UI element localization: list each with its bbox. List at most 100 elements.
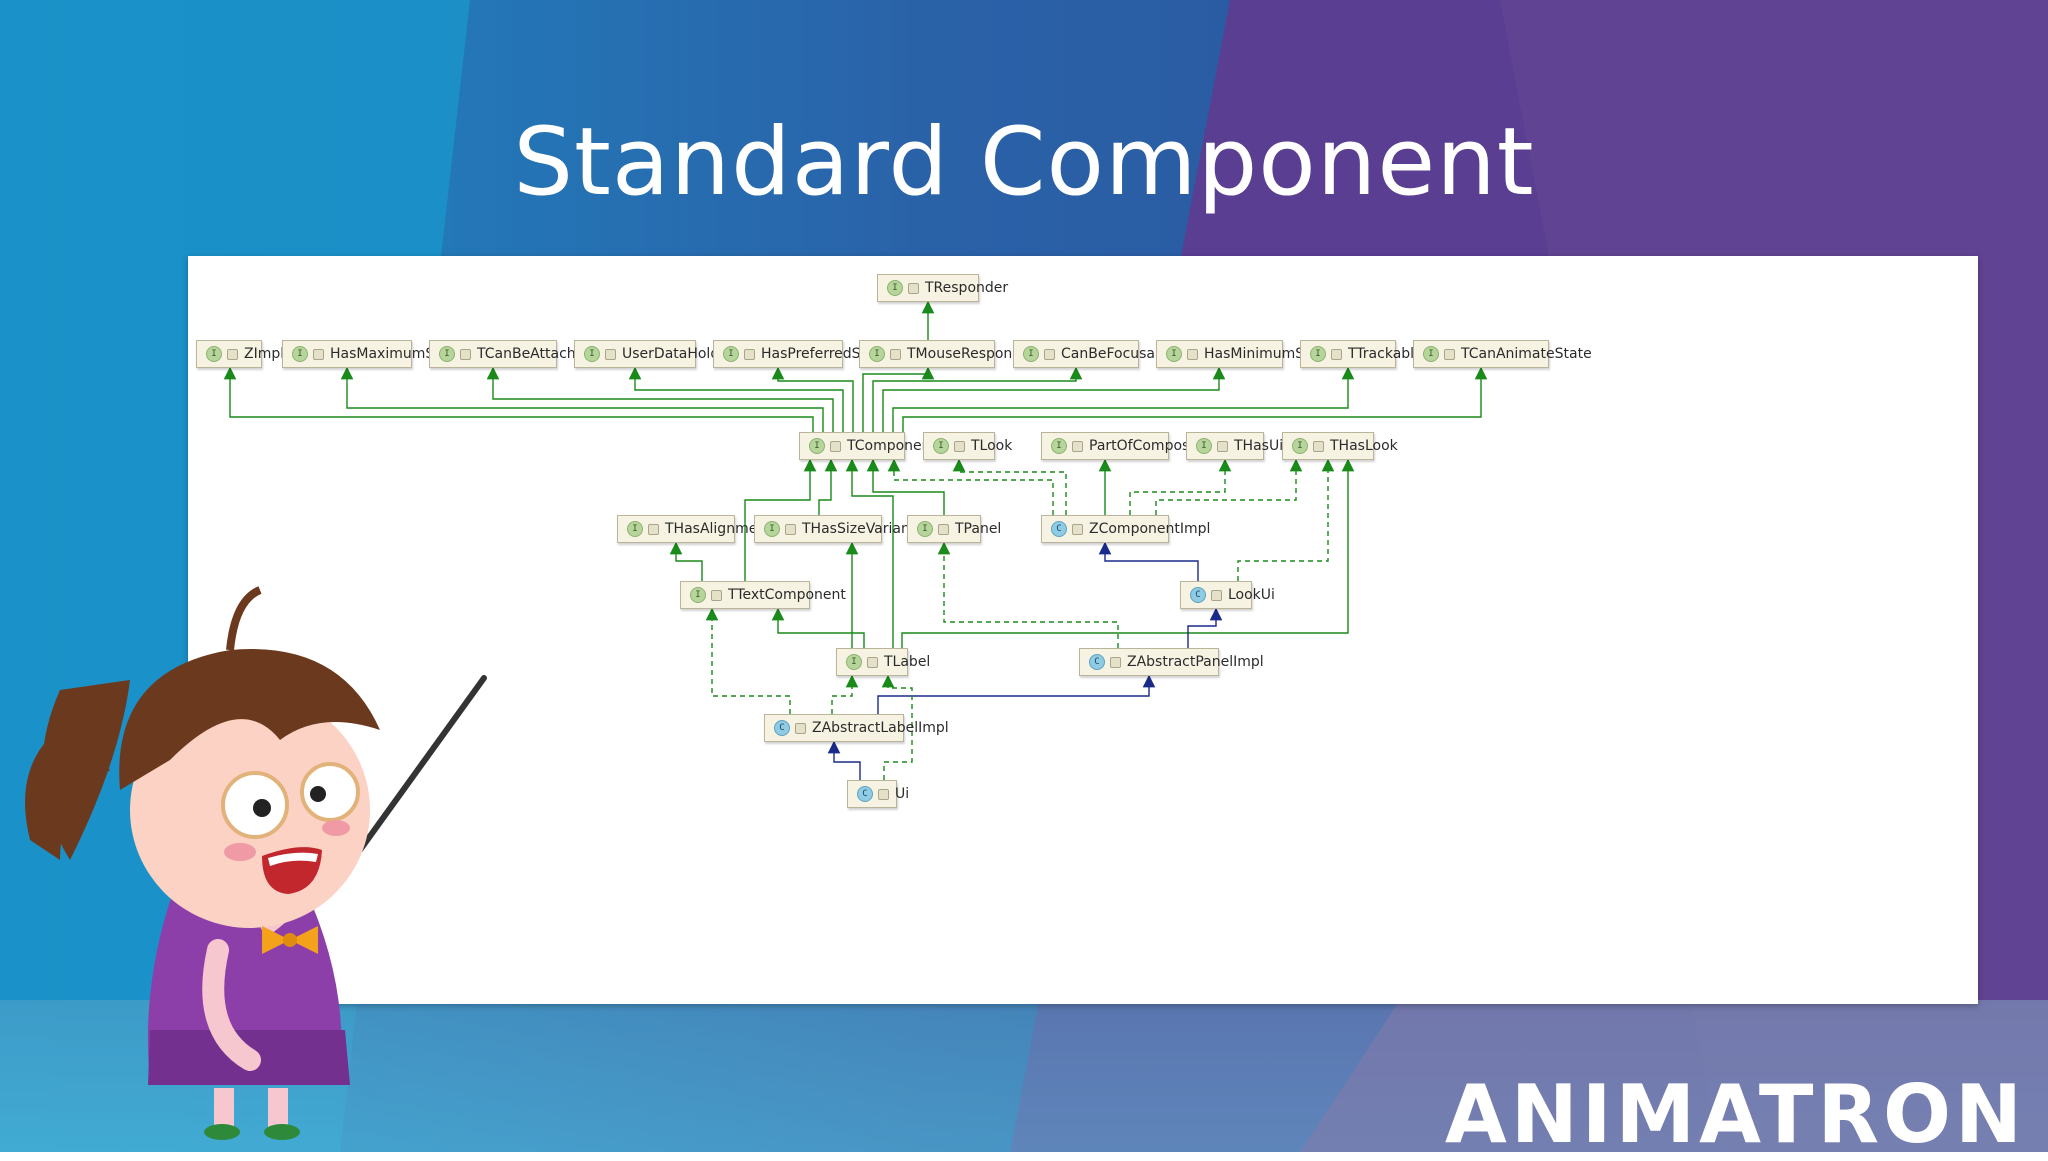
interface-icon: I	[1023, 346, 1039, 362]
visibility-icon	[648, 523, 659, 535]
node-thasui[interactable]: I THasUi	[1186, 432, 1283, 460]
interface-icon: I	[917, 521, 933, 537]
node-ui[interactable]: C Ui	[847, 780, 909, 808]
interface-icon: I	[809, 438, 825, 454]
teacher-mascot-illustration	[25, 586, 487, 1140]
visibility-icon	[1044, 348, 1055, 360]
visibility-icon	[1313, 440, 1324, 452]
edge-zabstractpanelimpl-to-tpanel	[937, 541, 1119, 648]
node-label: UserDataHolder	[622, 346, 734, 362]
node-label: PartOfComposite	[1089, 438, 1208, 454]
node-label: THasUi	[1234, 438, 1284, 454]
edge-tlabel-to-thaslook	[901, 458, 1355, 648]
class-icon: C	[857, 786, 873, 802]
node-label: Ui	[895, 786, 910, 802]
node-label: TPanel	[955, 521, 1002, 537]
node-label: TTextComponent	[728, 587, 846, 603]
node-label: TCanAnimateState	[1461, 346, 1592, 362]
edge-lookui-to-zcomponentimpl	[1098, 541, 1199, 581]
interface-icon: I	[690, 587, 706, 603]
edge-tpanel-to-tcomponent	[866, 458, 945, 515]
interface-icon: I	[1423, 346, 1439, 362]
interface-icon: I	[206, 346, 222, 362]
node-tlabel[interactable]: I TLabel	[836, 648, 930, 676]
edge-zabstractlabelimpl-to-zabstractpanelimpl	[877, 674, 1156, 714]
edge-lookui-to-thaslook	[1237, 458, 1335, 581]
slide-title: Standard Component	[513, 108, 1535, 217]
visibility-icon	[1072, 440, 1083, 452]
node-label: THasSizeVariants	[802, 521, 923, 537]
class-icon: C	[1190, 587, 1206, 603]
edge-tlabel-to-tcomponent	[845, 458, 894, 648]
visibility-icon	[1331, 348, 1342, 360]
node-label: TLabel	[884, 654, 931, 670]
edge-zabstractlabelimpl-to-ttextcomponent	[705, 607, 791, 714]
interface-icon: I	[1166, 346, 1182, 362]
interface-icon: I	[723, 346, 739, 362]
edge-ttextcomponent-to-thasalignment	[669, 541, 703, 581]
class-icon: C	[1089, 654, 1105, 670]
edge-tlabel-to-ttextcomponent	[771, 607, 865, 648]
node-lookui[interactable]: C LookUi	[1180, 581, 1275, 609]
node-label: HasPreferredSize	[761, 346, 881, 362]
node-haspreferredsize[interactable]: I HasPreferredSize	[713, 340, 880, 368]
edge-zabstractlabelimpl-to-tlabel	[831, 674, 859, 714]
edge-ui-to-zabstractlabelimpl	[827, 740, 861, 780]
node-tpanel[interactable]: I TPanel	[907, 515, 1001, 543]
node-thassizevariants[interactable]: I THasSizeVariants	[754, 515, 923, 543]
node-label: HasMaximumSize	[330, 346, 455, 362]
node-tcananimatestate[interactable]: I TCanAnimateState	[1413, 340, 1592, 368]
interface-icon: I	[627, 521, 643, 537]
edge-zabstractpanelimpl-to-lookui	[1187, 607, 1223, 648]
node-ttextcomponent[interactable]: I TTextComponent	[680, 581, 846, 609]
node-label: ZAbstractPanelImpl	[1127, 654, 1264, 670]
visibility-icon	[1211, 589, 1222, 601]
edge-tcomponent-to-hasminimumsize	[882, 366, 1226, 432]
node-label: THasLook	[1330, 438, 1398, 454]
interface-icon: I	[1292, 438, 1308, 454]
node-label: ZImpl	[244, 346, 285, 362]
edge-tcomponent-to-tcananimatestate	[902, 366, 1488, 432]
interface-icon: I	[933, 438, 949, 454]
edge-zcomponentimpl-to-tcomponent	[887, 458, 1054, 515]
interface-icon: I	[439, 346, 455, 362]
visibility-icon	[795, 722, 806, 734]
visibility-icon	[908, 282, 919, 294]
interface-icon: I	[1196, 438, 1212, 454]
node-zimpl[interactable]: I ZImpl	[196, 340, 284, 368]
node-ttrackable[interactable]: I TTrackable	[1300, 340, 1423, 368]
node-thasalignment[interactable]: I THasAlignment	[617, 515, 772, 543]
node-label: ZComponentImpl	[1089, 521, 1211, 537]
visibility-icon	[1444, 348, 1455, 360]
node-zabstractpanelimpl[interactable]: C ZAbstractPanelImpl	[1079, 648, 1264, 676]
edge-thassizevariants-to-tcomponent	[818, 458, 838, 515]
node-label: LookUi	[1228, 587, 1275, 603]
interface-icon: I	[846, 654, 862, 670]
interface-icon: I	[1310, 346, 1326, 362]
visibility-icon	[890, 348, 901, 360]
node-label: THasAlignment	[665, 521, 772, 537]
node-label: TTrackable	[1348, 346, 1423, 362]
edge-tcomponent-to-userdataholder	[628, 366, 844, 432]
visibility-icon	[1110, 656, 1121, 668]
node-thaslook[interactable]: I THasLook	[1282, 432, 1398, 460]
interface-icon: I	[764, 521, 780, 537]
edge-tcomponent-to-zimpl	[223, 366, 814, 432]
visibility-icon	[227, 348, 238, 360]
edge-tcomponent-to-tmouseresponder	[862, 366, 935, 432]
uml-diagram-edges	[223, 300, 1488, 780]
visibility-icon	[1072, 523, 1083, 535]
